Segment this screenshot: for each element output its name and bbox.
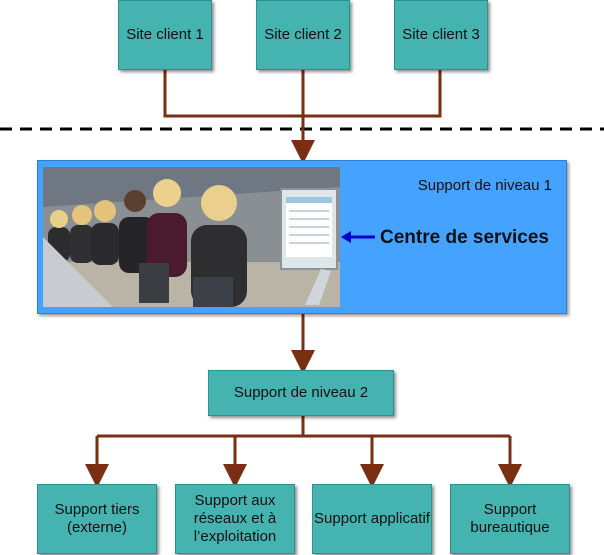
pointer-arrow-icon xyxy=(341,231,375,243)
support-tiers-box: Support tiers (externe) xyxy=(37,484,157,554)
site-client-1-box: Site client 1 xyxy=(118,0,212,70)
support-tiers-label: Support tiers (externe) xyxy=(54,501,140,536)
support-reseaux-label: Support aux réseaux et à l’exploitation xyxy=(193,492,277,545)
site-client-1-label: Site client 1 xyxy=(126,26,204,43)
level2-support-box: Support de niveau 2 xyxy=(208,370,394,416)
site-client-3-label: Site client 3 xyxy=(402,26,480,43)
support-applicatif-label: Support applicatif xyxy=(314,510,430,527)
support-bus xyxy=(97,416,510,438)
support-bureautique-box: Support bureautique xyxy=(450,484,570,554)
site-client-3-box: Site client 3 xyxy=(394,0,488,70)
site-client-2-label: Site client 2 xyxy=(264,26,342,43)
support-bureautique-label: Support bureautique xyxy=(470,501,550,536)
level1-support-panel: Support de niveau 1 Centre de services xyxy=(37,160,567,314)
level2-support-label: Support de niveau 2 xyxy=(233,384,369,401)
level1-title: Support de niveau 1 xyxy=(417,177,552,194)
call-center-agents-icon xyxy=(43,167,340,307)
support-reseaux-box: Support aux réseaux et à l’exploitation xyxy=(175,484,295,554)
site-client-2-box: Site client 2 xyxy=(256,0,350,70)
support-applicatif-box: Support applicatif xyxy=(312,484,432,554)
service-desk-label: Centre de services xyxy=(380,227,549,248)
call-center-illustration xyxy=(43,167,340,307)
